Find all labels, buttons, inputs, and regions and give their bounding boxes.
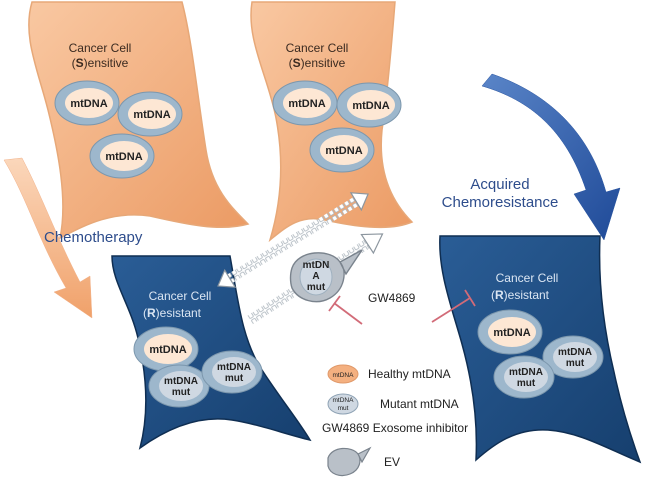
mito-label: mtDNA: [164, 376, 198, 387]
legend-healthy: mtDNA Healthy mtDNA: [327, 364, 451, 384]
mito-healthy: mtDNA: [133, 326, 199, 372]
mito-label: mtDNA: [133, 109, 170, 121]
ev-vesicle: mtDN A mut: [289, 249, 363, 303]
acquired-label: Chemoresistance: [442, 194, 559, 211]
chemotherapy-arrow: [3, 157, 93, 319]
mito-healthy: mtDNA: [54, 80, 120, 126]
cell-title: Cancer Cell: [286, 41, 349, 55]
mito-healthy: mtDNA: [272, 80, 338, 126]
mito-healthy: mtDNA: [117, 91, 183, 137]
acquired-chemoresistance-arrow: [481, 73, 621, 241]
cell-subtitle: (R)esistant: [491, 288, 550, 302]
mito-mutant: mtDNA mut: [148, 364, 210, 408]
sensitive-cell-right: Cancer Cell (S)ensitive: [250, 1, 414, 243]
cell-subtitle: (S)ensitive: [72, 56, 129, 70]
mito-label: mut: [566, 358, 585, 369]
mito-label: mtDNA: [558, 347, 592, 358]
legend-mutant: mtDNA mut Mutant mtDNA: [327, 393, 459, 415]
inhibitor-mark-right: [431, 289, 476, 323]
mito-label: mut: [172, 387, 191, 398]
mito-label: mtDNA: [493, 327, 530, 339]
ev-label: mtDN: [303, 260, 330, 271]
cell-title: Cancer Cell: [496, 271, 559, 285]
mito-label: mut: [517, 378, 536, 389]
mito-mutant: mtDNA mut: [542, 335, 604, 379]
mito-mutant: mtDNA mut: [201, 350, 263, 394]
legend-label: Healthy mtDNA: [368, 367, 451, 381]
legend-ev: EV: [327, 446, 400, 477]
mito-label: mtDNA: [70, 98, 107, 110]
mito-label: mtDNA: [325, 145, 362, 157]
acquired-label: Acquired: [470, 176, 529, 193]
gw4869-label: GW4869: [368, 291, 416, 305]
mito-healthy: mtDNA: [89, 133, 155, 179]
inhibitor-mark-center: [328, 295, 363, 325]
mito-label: mtDNA: [509, 367, 543, 378]
mito-label: mtDNA: [352, 100, 389, 112]
legend-icon-text: mtDNA: [333, 372, 355, 379]
cell-subtitle: (S)ensitive: [289, 56, 346, 70]
legend-label: Mutant mtDNA: [380, 397, 459, 411]
mito-healthy: mtDNA: [336, 82, 402, 128]
ev-label: A: [312, 271, 319, 282]
mito-label: mtDNA: [105, 151, 142, 163]
mito-label: mut: [225, 373, 244, 384]
cell-title: Cancer Cell: [149, 289, 212, 303]
nanotube-upper: [217, 192, 369, 288]
mito-label: mtDNA: [149, 344, 186, 356]
cell-subtitle: (R)esistant: [143, 306, 202, 320]
mito-label: mtDNA: [288, 98, 325, 110]
legend-inhibitor-label: GW4869 Exosome inhibitor: [322, 421, 468, 435]
legend: mtDNA Healthy mtDNA mtDNA mut Mutant mtD…: [322, 364, 468, 477]
cell-title: Cancer Cell: [69, 41, 132, 55]
chemotherapy-label: Chemotherapy: [44, 229, 143, 246]
mito-healthy: mtDNA: [309, 127, 375, 173]
resistant-cell-right: Cancer Cell (R)esistant: [439, 235, 642, 464]
legend-icon-text: mtDNA: [333, 397, 355, 404]
ev-label: mut: [307, 282, 326, 293]
mito-healthy: mtDNA: [477, 309, 543, 355]
legend-icon-text: mut: [338, 405, 349, 412]
mito-mutant: mtDNA mut: [493, 355, 555, 399]
mito-label: mtDNA: [217, 362, 251, 373]
legend-label: EV: [384, 455, 400, 469]
